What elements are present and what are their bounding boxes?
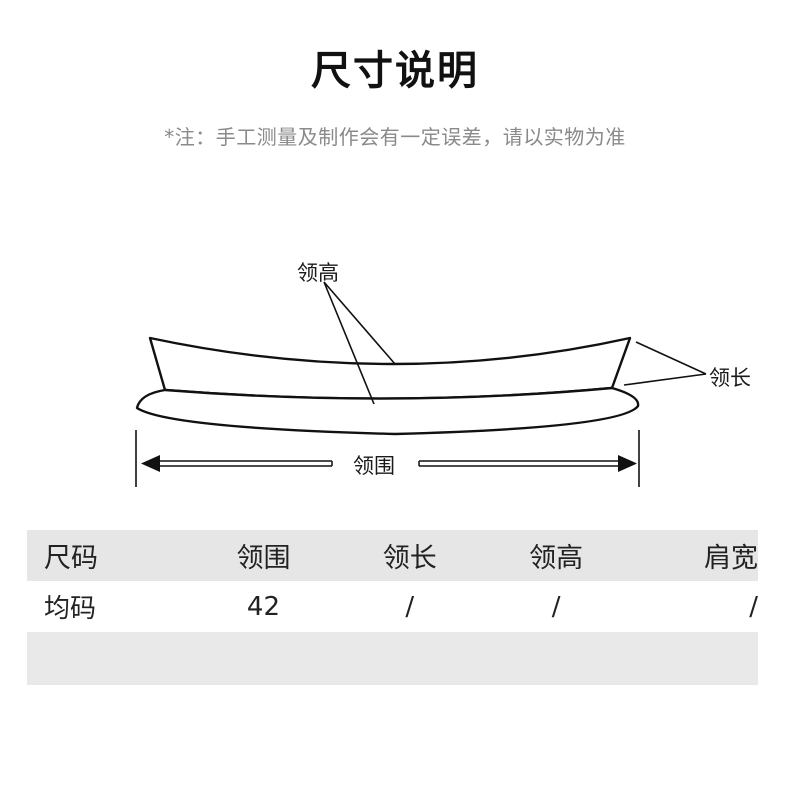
collar-band-shape bbox=[148, 336, 632, 400]
collar-base-shape bbox=[135, 386, 640, 436]
page-title: 尺寸说明 bbox=[311, 48, 479, 94]
collar-height-label: 领高 bbox=[297, 261, 339, 285]
header-collar-length: 领长 bbox=[382, 543, 437, 574]
arrowhead-right-icon bbox=[618, 455, 637, 472]
table-empty-row bbox=[27, 632, 758, 685]
collar-length-pointer-b bbox=[623, 373, 707, 386]
collar-height-pointer-a bbox=[323, 281, 396, 365]
size-table: 尺码 领围 领长 领高 肩宽 均码 42 / / / bbox=[27, 530, 758, 685]
arrowhead-left-icon bbox=[141, 455, 160, 472]
collar-illustration bbox=[135, 281, 707, 487]
measurement-note: *注：手工测量及制作会有一定误差，请以实物为准 bbox=[164, 125, 626, 149]
cell-collar-circumference: 42 bbox=[246, 591, 281, 622]
size-table-header-row: 尺码 领围 领长 领高 肩宽 bbox=[27, 530, 758, 581]
collar-length-label: 领长 bbox=[709, 366, 751, 390]
cell-size: 均码 bbox=[44, 594, 97, 624]
cell-collar-length: / bbox=[405, 591, 415, 622]
collar-circumference-label: 领围 bbox=[353, 454, 395, 478]
collar-diagram: 领高 领长 领围 bbox=[0, 230, 790, 510]
cell-shoulder-width: / bbox=[749, 591, 758, 622]
cell-collar-height: / bbox=[551, 591, 561, 622]
collar-height-pointer-b bbox=[323, 281, 375, 405]
header-collar-height: 领高 bbox=[529, 543, 584, 574]
table-row: 均码 42 / / / bbox=[27, 581, 758, 632]
header-size: 尺码 bbox=[44, 543, 98, 574]
collar-length-pointer-a bbox=[635, 341, 707, 375]
header-collar-circumference: 领围 bbox=[236, 543, 291, 574]
header-shoulder-width: 肩宽 bbox=[704, 543, 758, 574]
